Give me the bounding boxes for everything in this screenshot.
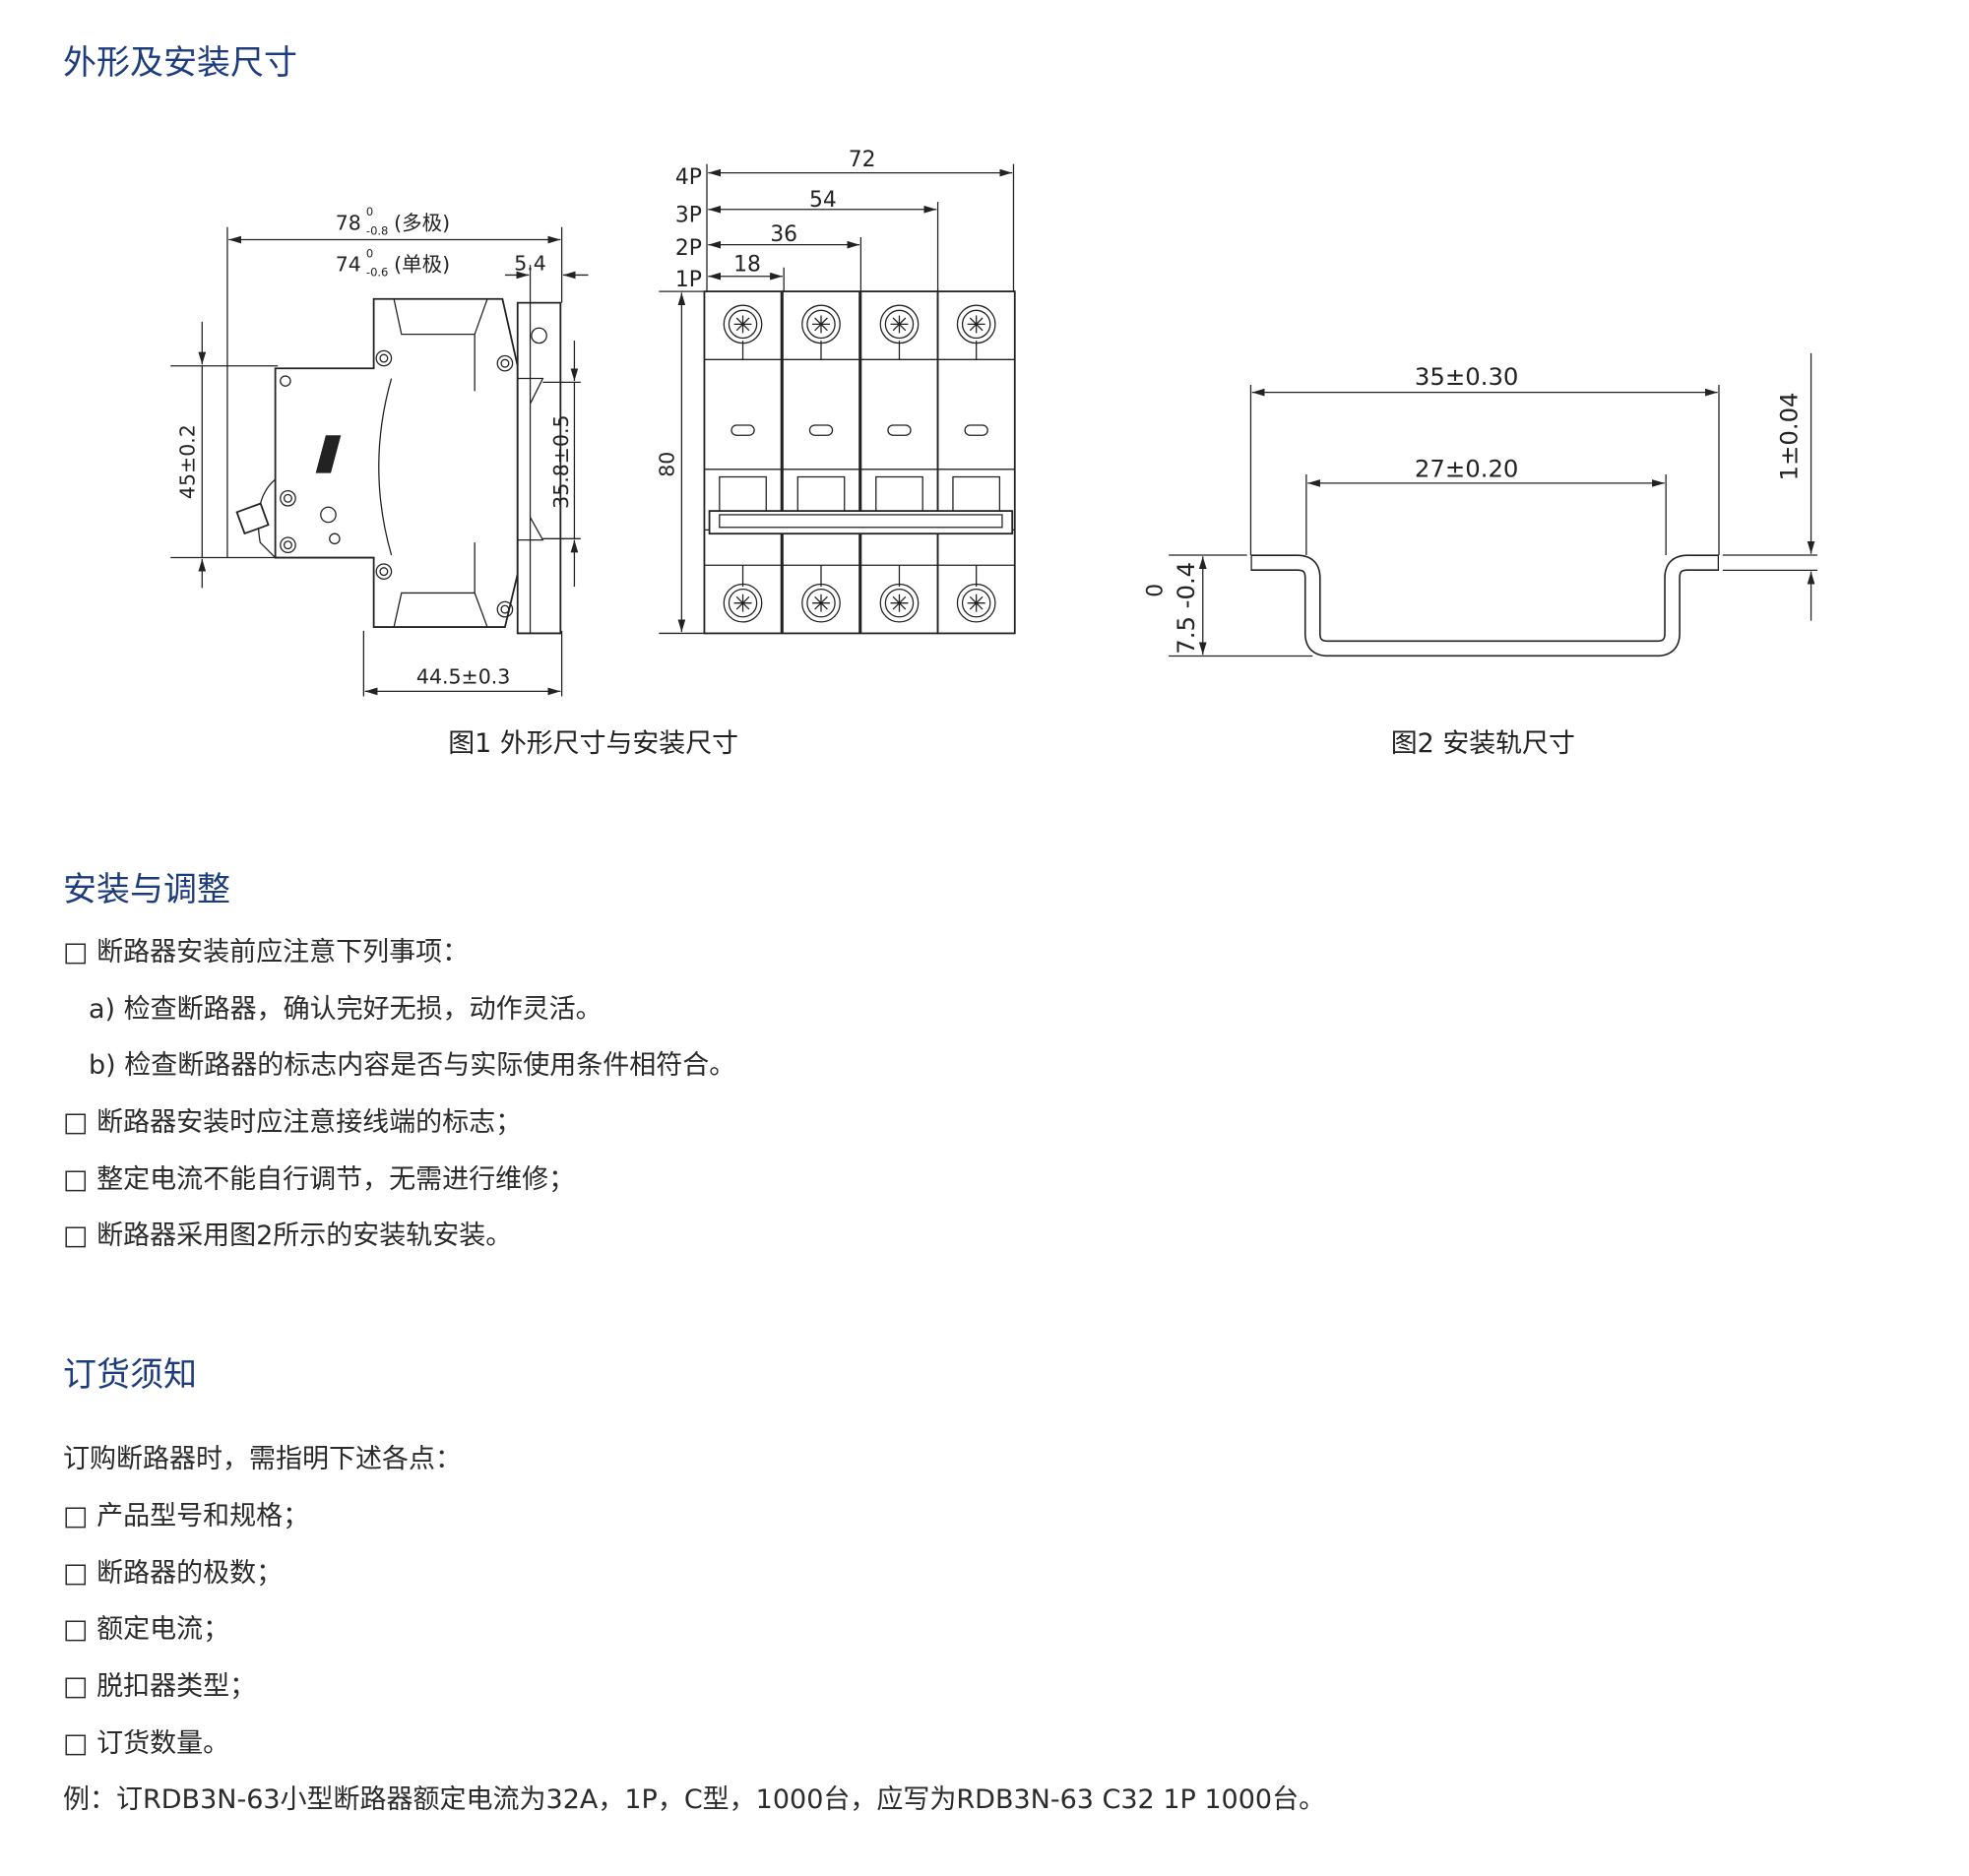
- order-item: □ 断路器的极数；: [63, 1558, 284, 1589]
- indicator-window: [730, 424, 755, 436]
- front-view-dimensions: 4P 3P 2P 1P 72 54 36 18 80: [656, 148, 1015, 635]
- install-subitem: a) 检查断路器，确认完好无损，动作灵活。: [89, 994, 603, 1025]
- order-example: 例：订RDB3N-63小型断路器额定电流为32A，1P，C型，1000台，应写为…: [63, 1784, 1326, 1815]
- svg-text:54: 54: [809, 188, 837, 213]
- svg-text:4P: 4P: [675, 165, 702, 190]
- svg-text:5.4: 5.4: [514, 251, 546, 275]
- svg-text:44.5±0.3: 44.5±0.3: [416, 665, 510, 689]
- svg-text:35±0.30: 35±0.30: [1415, 362, 1519, 391]
- install-item: □ 断路器安装时应注意接线端的标志；: [63, 1107, 523, 1138]
- section-title-dimensions: 外形及安装尺寸: [63, 43, 297, 83]
- order-intro: 订购断路器时，需指明下述各点：: [63, 1444, 462, 1474]
- terminal-screw-icon: [723, 304, 763, 344]
- svg-text:45±0.2: 45±0.2: [176, 424, 200, 499]
- terminal-screw-icon: [801, 304, 841, 344]
- svg-text:0: 0: [366, 246, 373, 260]
- order-item: □ 脱扣器类型；: [63, 1671, 257, 1702]
- svg-text:72: 72: [849, 148, 876, 172]
- figure2-caption: 图2 安装轨尺寸: [1391, 728, 1575, 759]
- terminal-screw-icon: [801, 583, 841, 623]
- svg-text:80: 80: [656, 452, 679, 477]
- svg-text:3P: 3P: [675, 204, 702, 228]
- install-item: □ 断路器采用图2所示的安装轨安装。: [63, 1220, 513, 1251]
- order-item: □ 产品型号和规格；: [63, 1501, 310, 1532]
- order-item: □ 额定电流；: [63, 1614, 230, 1645]
- svg-text:1±0.04: 1±0.04: [1774, 392, 1803, 480]
- svg-text:74: 74: [336, 253, 361, 277]
- breaker-side-view: [235, 297, 562, 635]
- brand-logo: [315, 435, 342, 473]
- svg-text:-0.8: -0.8: [366, 223, 388, 237]
- svg-text:(单极): (单极): [394, 253, 450, 277]
- breaker-front-view: [703, 290, 1016, 635]
- terminal-screw-icon: [879, 304, 920, 344]
- order-item: □ 订货数量。: [63, 1728, 230, 1759]
- svg-text:2P: 2P: [675, 236, 702, 261]
- section-title-install: 安装与调整: [63, 870, 230, 909]
- svg-text:78: 78: [336, 211, 361, 234]
- install-item: □ 断路器安装前应注意下列事项：: [63, 937, 470, 968]
- indicator-window: [808, 424, 834, 436]
- svg-text:0: 0: [1144, 584, 1169, 597]
- install-subitem: b) 检查断路器的标志内容是否与实际使用条件相符合。: [89, 1050, 736, 1081]
- svg-text:7.5 -0.4: 7.5 -0.4: [1172, 562, 1200, 655]
- figure1-caption: 图1 外形尺寸与安装尺寸: [448, 728, 738, 759]
- din-rail-profile: [1250, 554, 1719, 657]
- section-title-order: 订货须知: [63, 1355, 197, 1395]
- svg-text:36: 36: [770, 222, 797, 247]
- indicator-window: [964, 424, 988, 436]
- side-view-dimensions: 78 0 -0.8 (多极) 74 0 -0.6 (单极) 5.4 45±0.2…: [170, 205, 589, 697]
- svg-text:27±0.20: 27±0.20: [1415, 455, 1519, 483]
- svg-text:(多极): (多极): [394, 211, 450, 234]
- indicator-window: [887, 424, 912, 436]
- terminal-screw-icon: [956, 583, 996, 623]
- install-item: □ 整定电流不能自行调节，无需进行维修；: [63, 1164, 576, 1195]
- svg-text:35.8±0.5: 35.8±0.5: [549, 414, 573, 508]
- terminal-screw-icon: [879, 583, 920, 623]
- rail-dimensions: 35±0.30 27±0.20 1±0.04 7.5 -0.4 0: [1144, 352, 1817, 657]
- svg-text:0: 0: [366, 205, 373, 219]
- svg-text:-0.6: -0.6: [366, 266, 388, 280]
- svg-text:1P: 1P: [675, 268, 702, 292]
- terminal-screw-icon: [723, 583, 763, 623]
- svg-text:18: 18: [733, 253, 761, 278]
- terminal-screw-icon: [956, 304, 996, 344]
